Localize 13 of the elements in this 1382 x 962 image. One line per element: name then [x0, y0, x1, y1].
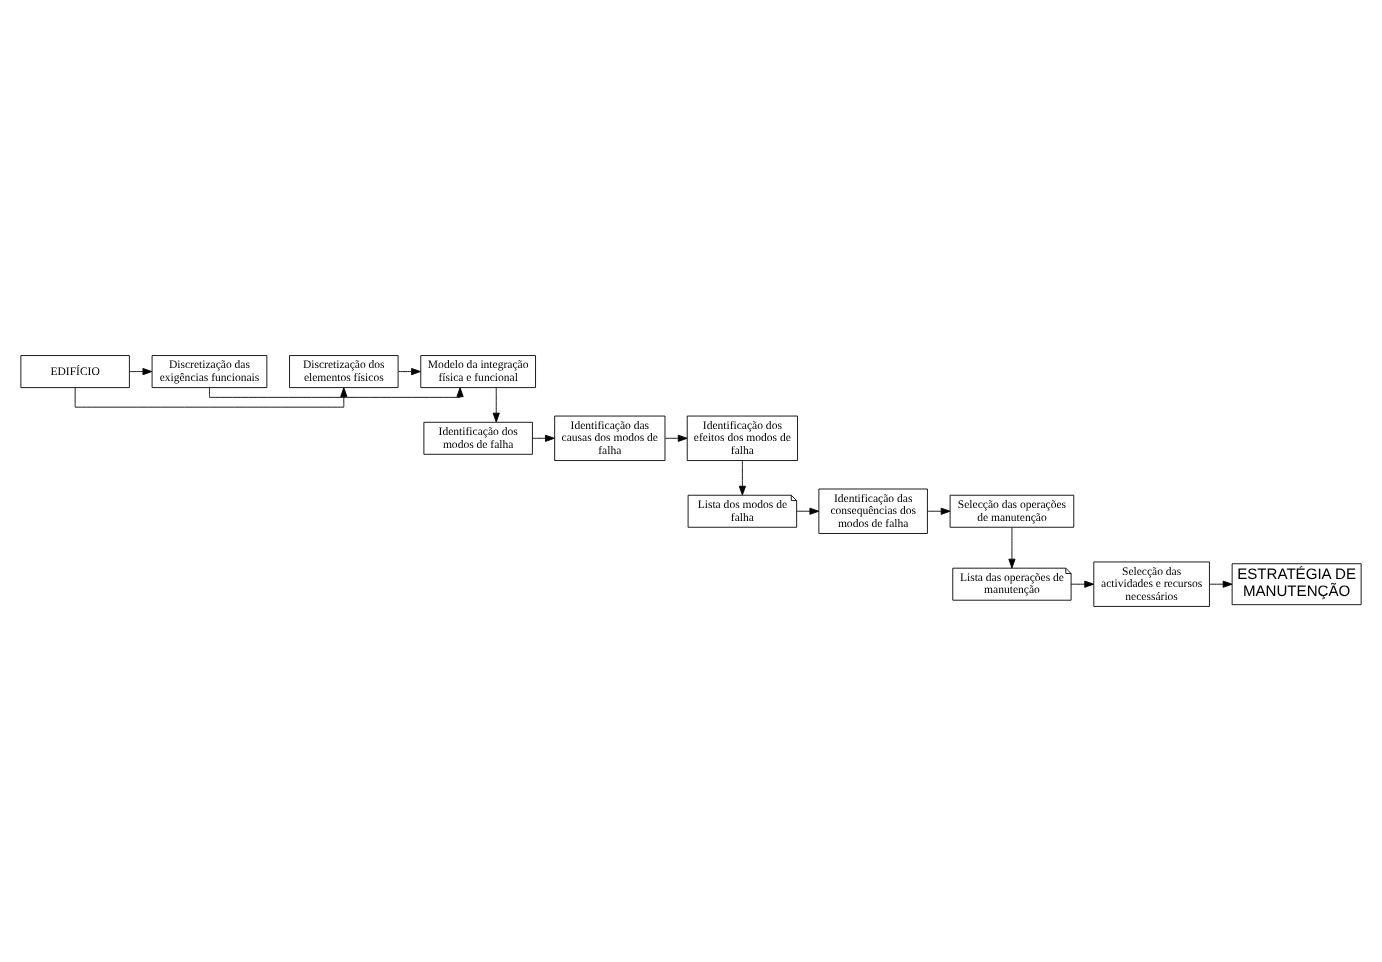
arrow: [796, 507, 820, 515]
arrow: [1070, 580, 1095, 588]
arrow: [664, 434, 688, 442]
arrow: [492, 387, 500, 423]
arrow: [1209, 580, 1233, 588]
arrow: [398, 368, 421, 376]
arrow: [129, 368, 153, 376]
arrow: [1008, 527, 1016, 569]
arrow: [209, 387, 464, 398]
node-box: ESTRATÉGIA DE MANUTENÇÃO: [1231, 563, 1362, 606]
arrow: [927, 507, 951, 515]
arrow: [738, 460, 746, 496]
arrow: [532, 434, 555, 442]
